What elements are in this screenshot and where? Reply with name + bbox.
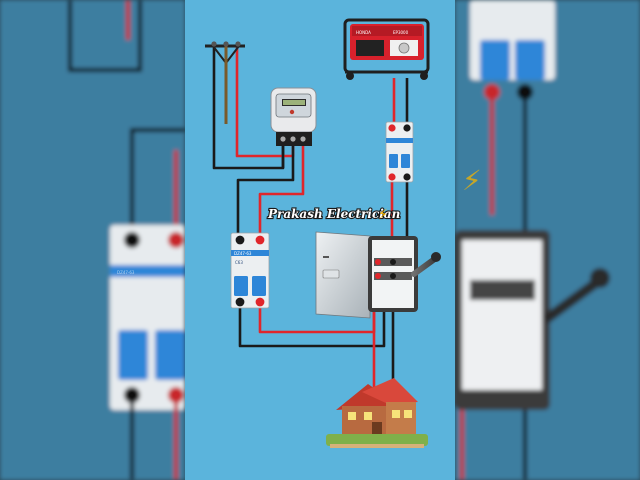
neutral-wire-meter-mcb: [236, 146, 295, 238]
main-mcb-rating: C63: [235, 260, 243, 265]
lightning-bolt-icon: ⚡: [378, 207, 388, 223]
watermark-text: Prakash Electrician: [267, 207, 400, 221]
right-blur-bolt-icon: ⚡: [462, 164, 482, 197]
changeover-switch-icon: [315, 231, 441, 319]
left-blur-panel: DZ47-63: [0, 0, 185, 480]
generator-model: EP3000: [393, 30, 409, 35]
main-mcb-label: DZ47-63: [234, 251, 252, 256]
house-icon: [326, 378, 428, 448]
energy-meter-icon: [270, 87, 317, 146]
right-blur-panel: ⚡: [455, 0, 640, 480]
main-mcb-icon: DZ47-63 C63: [230, 232, 270, 309]
generator-icon: HONDA EP3000: [343, 18, 430, 80]
utility-pole-icon: [205, 41, 245, 124]
phase-wire-meter-mcb: [258, 146, 305, 238]
generator-brand: HONDA: [356, 30, 371, 35]
neutral-wire-mcb-changeover: [238, 302, 386, 348]
wires: [212, 46, 409, 404]
generator-mcb-icon: [385, 121, 414, 183]
left-blur-label: DZ47-63: [117, 270, 135, 275]
